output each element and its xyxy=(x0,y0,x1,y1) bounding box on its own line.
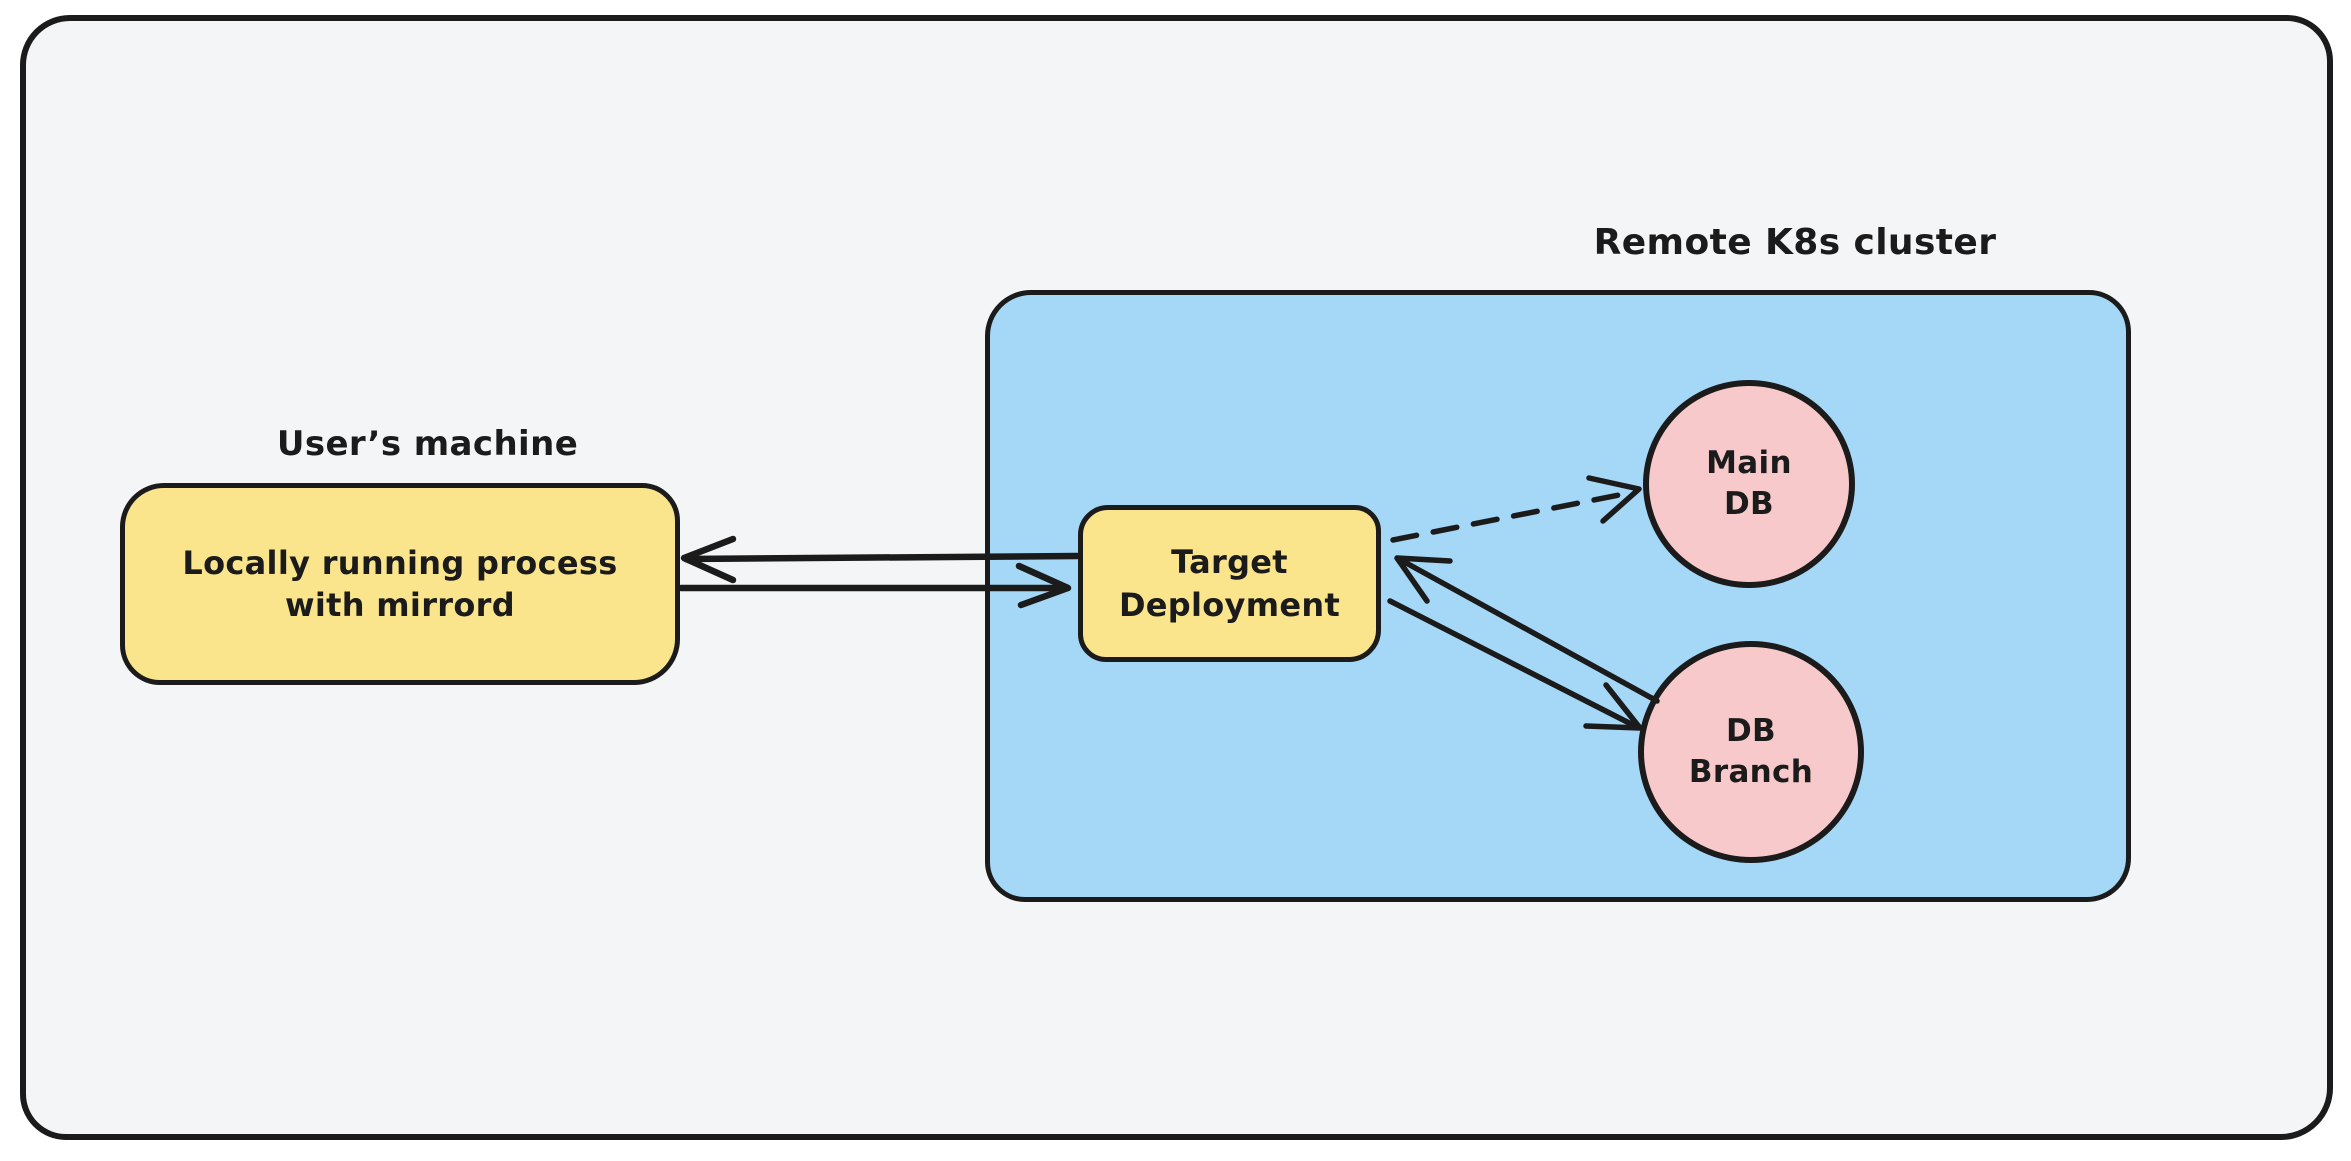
remote-cluster-label: Remote K8s cluster xyxy=(1593,222,1997,263)
target-deployment-label: Target Deployment xyxy=(1118,543,1341,624)
users-machine-label: User’s machine xyxy=(276,424,579,464)
main-db-circle: Main DB xyxy=(1643,380,1855,588)
main-db-label: Main DB xyxy=(1706,445,1792,522)
db-branch-label: DB Branch xyxy=(1688,713,1814,790)
db-branch-circle: DB Branch xyxy=(1638,641,1864,863)
local-process-box: Locally running process with mirrord xyxy=(120,483,680,685)
local-process-label: Locally running process with mirrord xyxy=(182,543,618,624)
target-deployment-box: Target Deployment xyxy=(1078,505,1381,662)
